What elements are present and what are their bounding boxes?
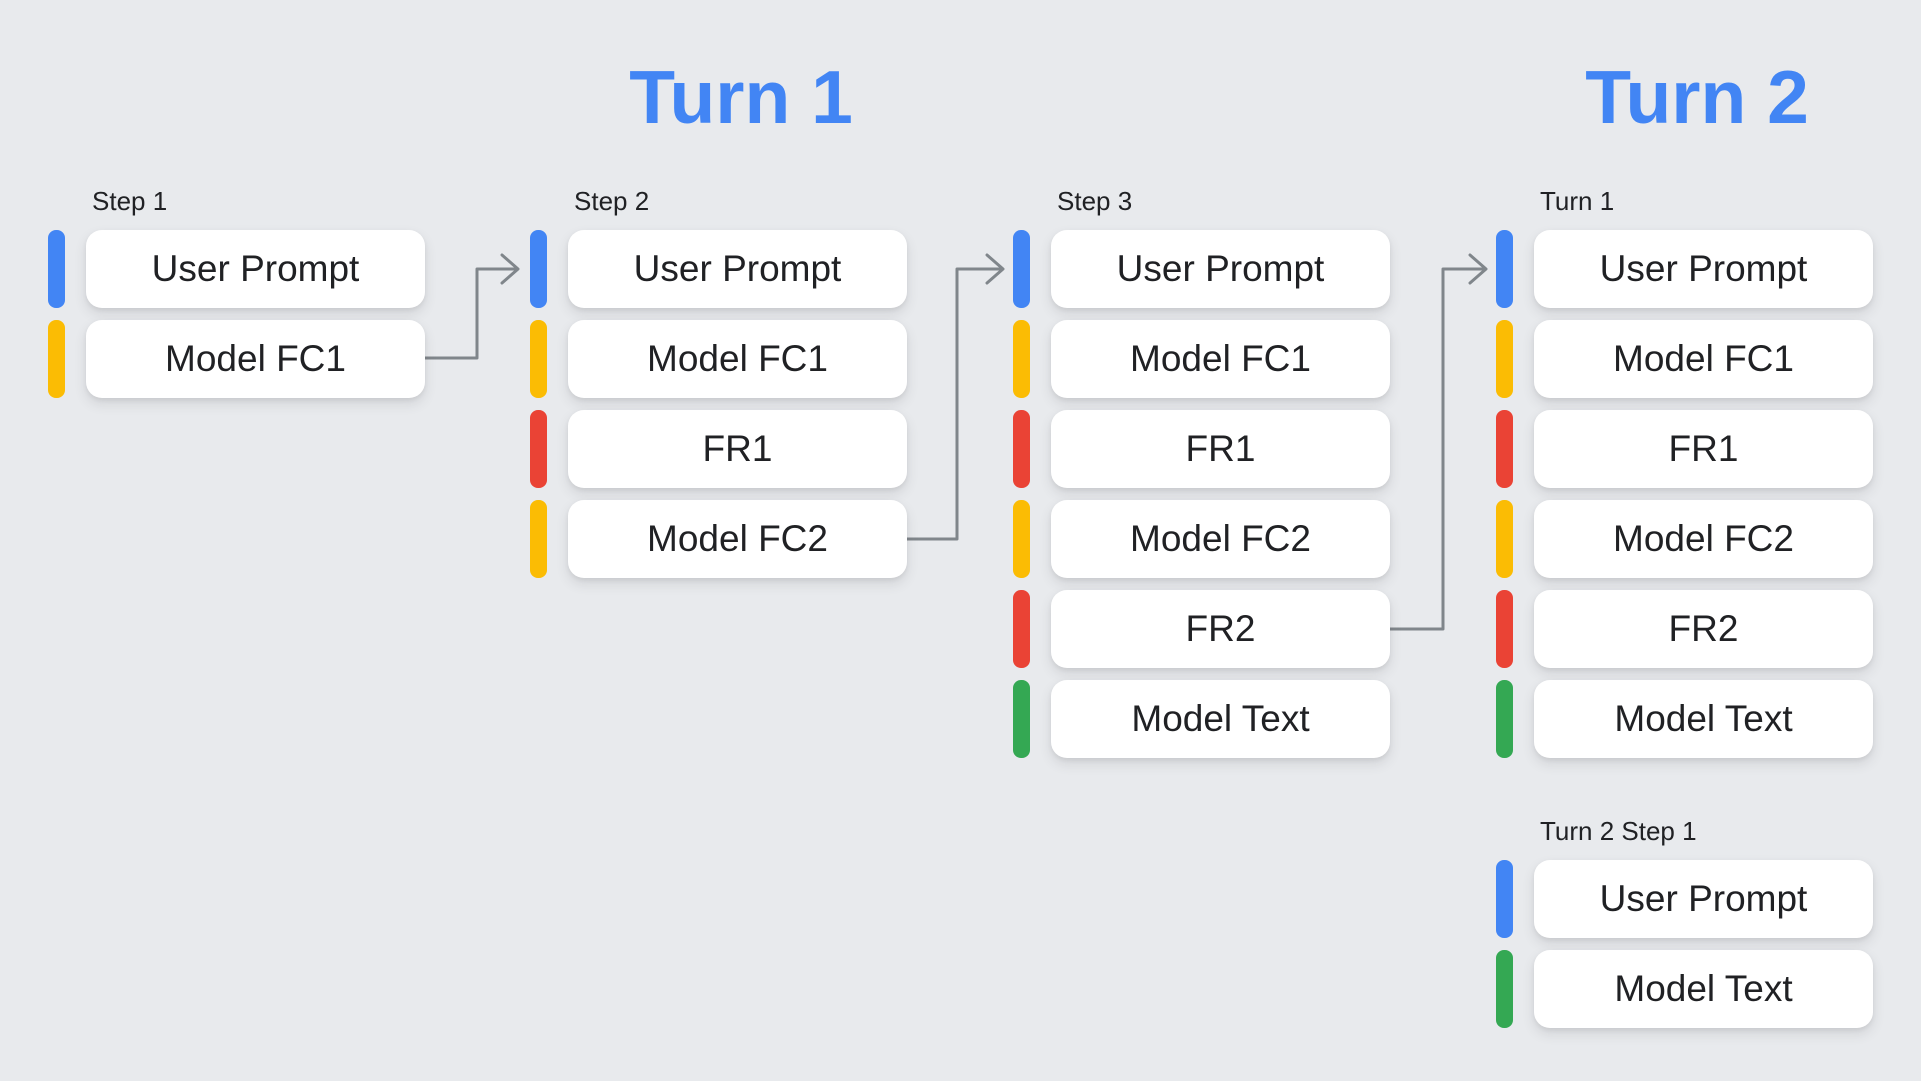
message-row: Model FC1	[1496, 320, 1873, 398]
column-label: Turn 2 Step 1	[1540, 816, 1697, 846]
box-fr1: FR1	[568, 410, 907, 488]
message-row: User Prompt	[1496, 230, 1873, 308]
box-user-prompt: User Prompt	[1534, 230, 1873, 308]
box-model-text: Model Text	[1534, 950, 1873, 1028]
box-user-prompt: User Prompt	[86, 230, 425, 308]
message-row: Model Text	[1013, 680, 1390, 758]
column-label: Turn 1	[1540, 186, 1615, 216]
message-row: User Prompt	[1013, 230, 1390, 308]
message-row: Model FC1	[48, 320, 425, 398]
box-model-fc2: Model FC2	[1534, 500, 1873, 578]
column-label: Step 2	[574, 186, 650, 216]
box-model-fc1: Model FC1	[86, 320, 425, 398]
box-model-fc2: Model FC2	[568, 500, 907, 578]
box-fr2: FR2	[1051, 590, 1390, 668]
model-fc-bar	[48, 320, 65, 398]
user-prompt-bar	[1013, 230, 1030, 308]
user-prompt-bar	[530, 230, 547, 308]
message-row: FR2	[1013, 590, 1390, 668]
function-response-bar	[1013, 590, 1030, 668]
model-fc-bar	[1013, 320, 1030, 398]
message-row: FR2	[1496, 590, 1873, 668]
model-fc-bar	[1013, 500, 1030, 578]
box-model-fc2: Model FC2	[1051, 500, 1390, 578]
turn1-heading: Turn 1	[629, 55, 853, 139]
box-model-fc1: Model FC1	[1051, 320, 1390, 398]
message-row: Model FC2	[1013, 500, 1390, 578]
box-fr2: FR2	[1534, 590, 1873, 668]
function-response-bar	[530, 410, 547, 488]
message-row: Model Text	[1496, 950, 1873, 1028]
box-user-prompt: User Prompt	[1534, 860, 1873, 938]
box-model-fc1: Model FC1	[568, 320, 907, 398]
column-label: Step 3	[1057, 186, 1133, 216]
model-fc-bar	[530, 500, 547, 578]
message-row: Model FC2	[1496, 500, 1873, 578]
box-fr1: FR1	[1051, 410, 1390, 488]
box-fr1: FR1	[1534, 410, 1873, 488]
model-fc-bar	[1496, 500, 1513, 578]
user-prompt-bar	[1496, 860, 1513, 938]
function-response-bar	[1496, 410, 1513, 488]
message-row: FR1	[530, 410, 907, 488]
box-user-prompt: User Prompt	[1051, 230, 1390, 308]
message-row: FR1	[1013, 410, 1390, 488]
message-row: Model FC2	[530, 500, 907, 578]
user-prompt-bar	[48, 230, 65, 308]
box-user-prompt: User Prompt	[568, 230, 907, 308]
message-row: User Prompt	[530, 230, 907, 308]
model-fc-bar	[530, 320, 547, 398]
message-row: Model FC1	[1013, 320, 1390, 398]
box-model-text: Model Text	[1051, 680, 1390, 758]
message-row: User Prompt	[48, 230, 425, 308]
message-row: Model Text	[1496, 680, 1873, 758]
turn2-heading: Turn 2	[1585, 55, 1809, 139]
model-text-bar	[1013, 680, 1030, 758]
message-row: FR1	[1496, 410, 1873, 488]
model-text-bar	[1496, 680, 1513, 758]
model-fc-bar	[1496, 320, 1513, 398]
function-response-bar	[1496, 590, 1513, 668]
arrow-step2-to-step3	[905, 253, 1005, 541]
column-label: Step 1	[92, 186, 168, 216]
model-text-bar	[1496, 950, 1513, 1028]
arrow-step1-to-step2	[423, 253, 520, 360]
message-row: Model FC1	[530, 320, 907, 398]
box-model-text: Model Text	[1534, 680, 1873, 758]
arrow-step3-to-turn1	[1388, 253, 1488, 631]
user-prompt-bar	[1496, 230, 1513, 308]
function-response-bar	[1013, 410, 1030, 488]
message-row: User Prompt	[1496, 860, 1873, 938]
box-model-fc1: Model FC1	[1534, 320, 1873, 398]
